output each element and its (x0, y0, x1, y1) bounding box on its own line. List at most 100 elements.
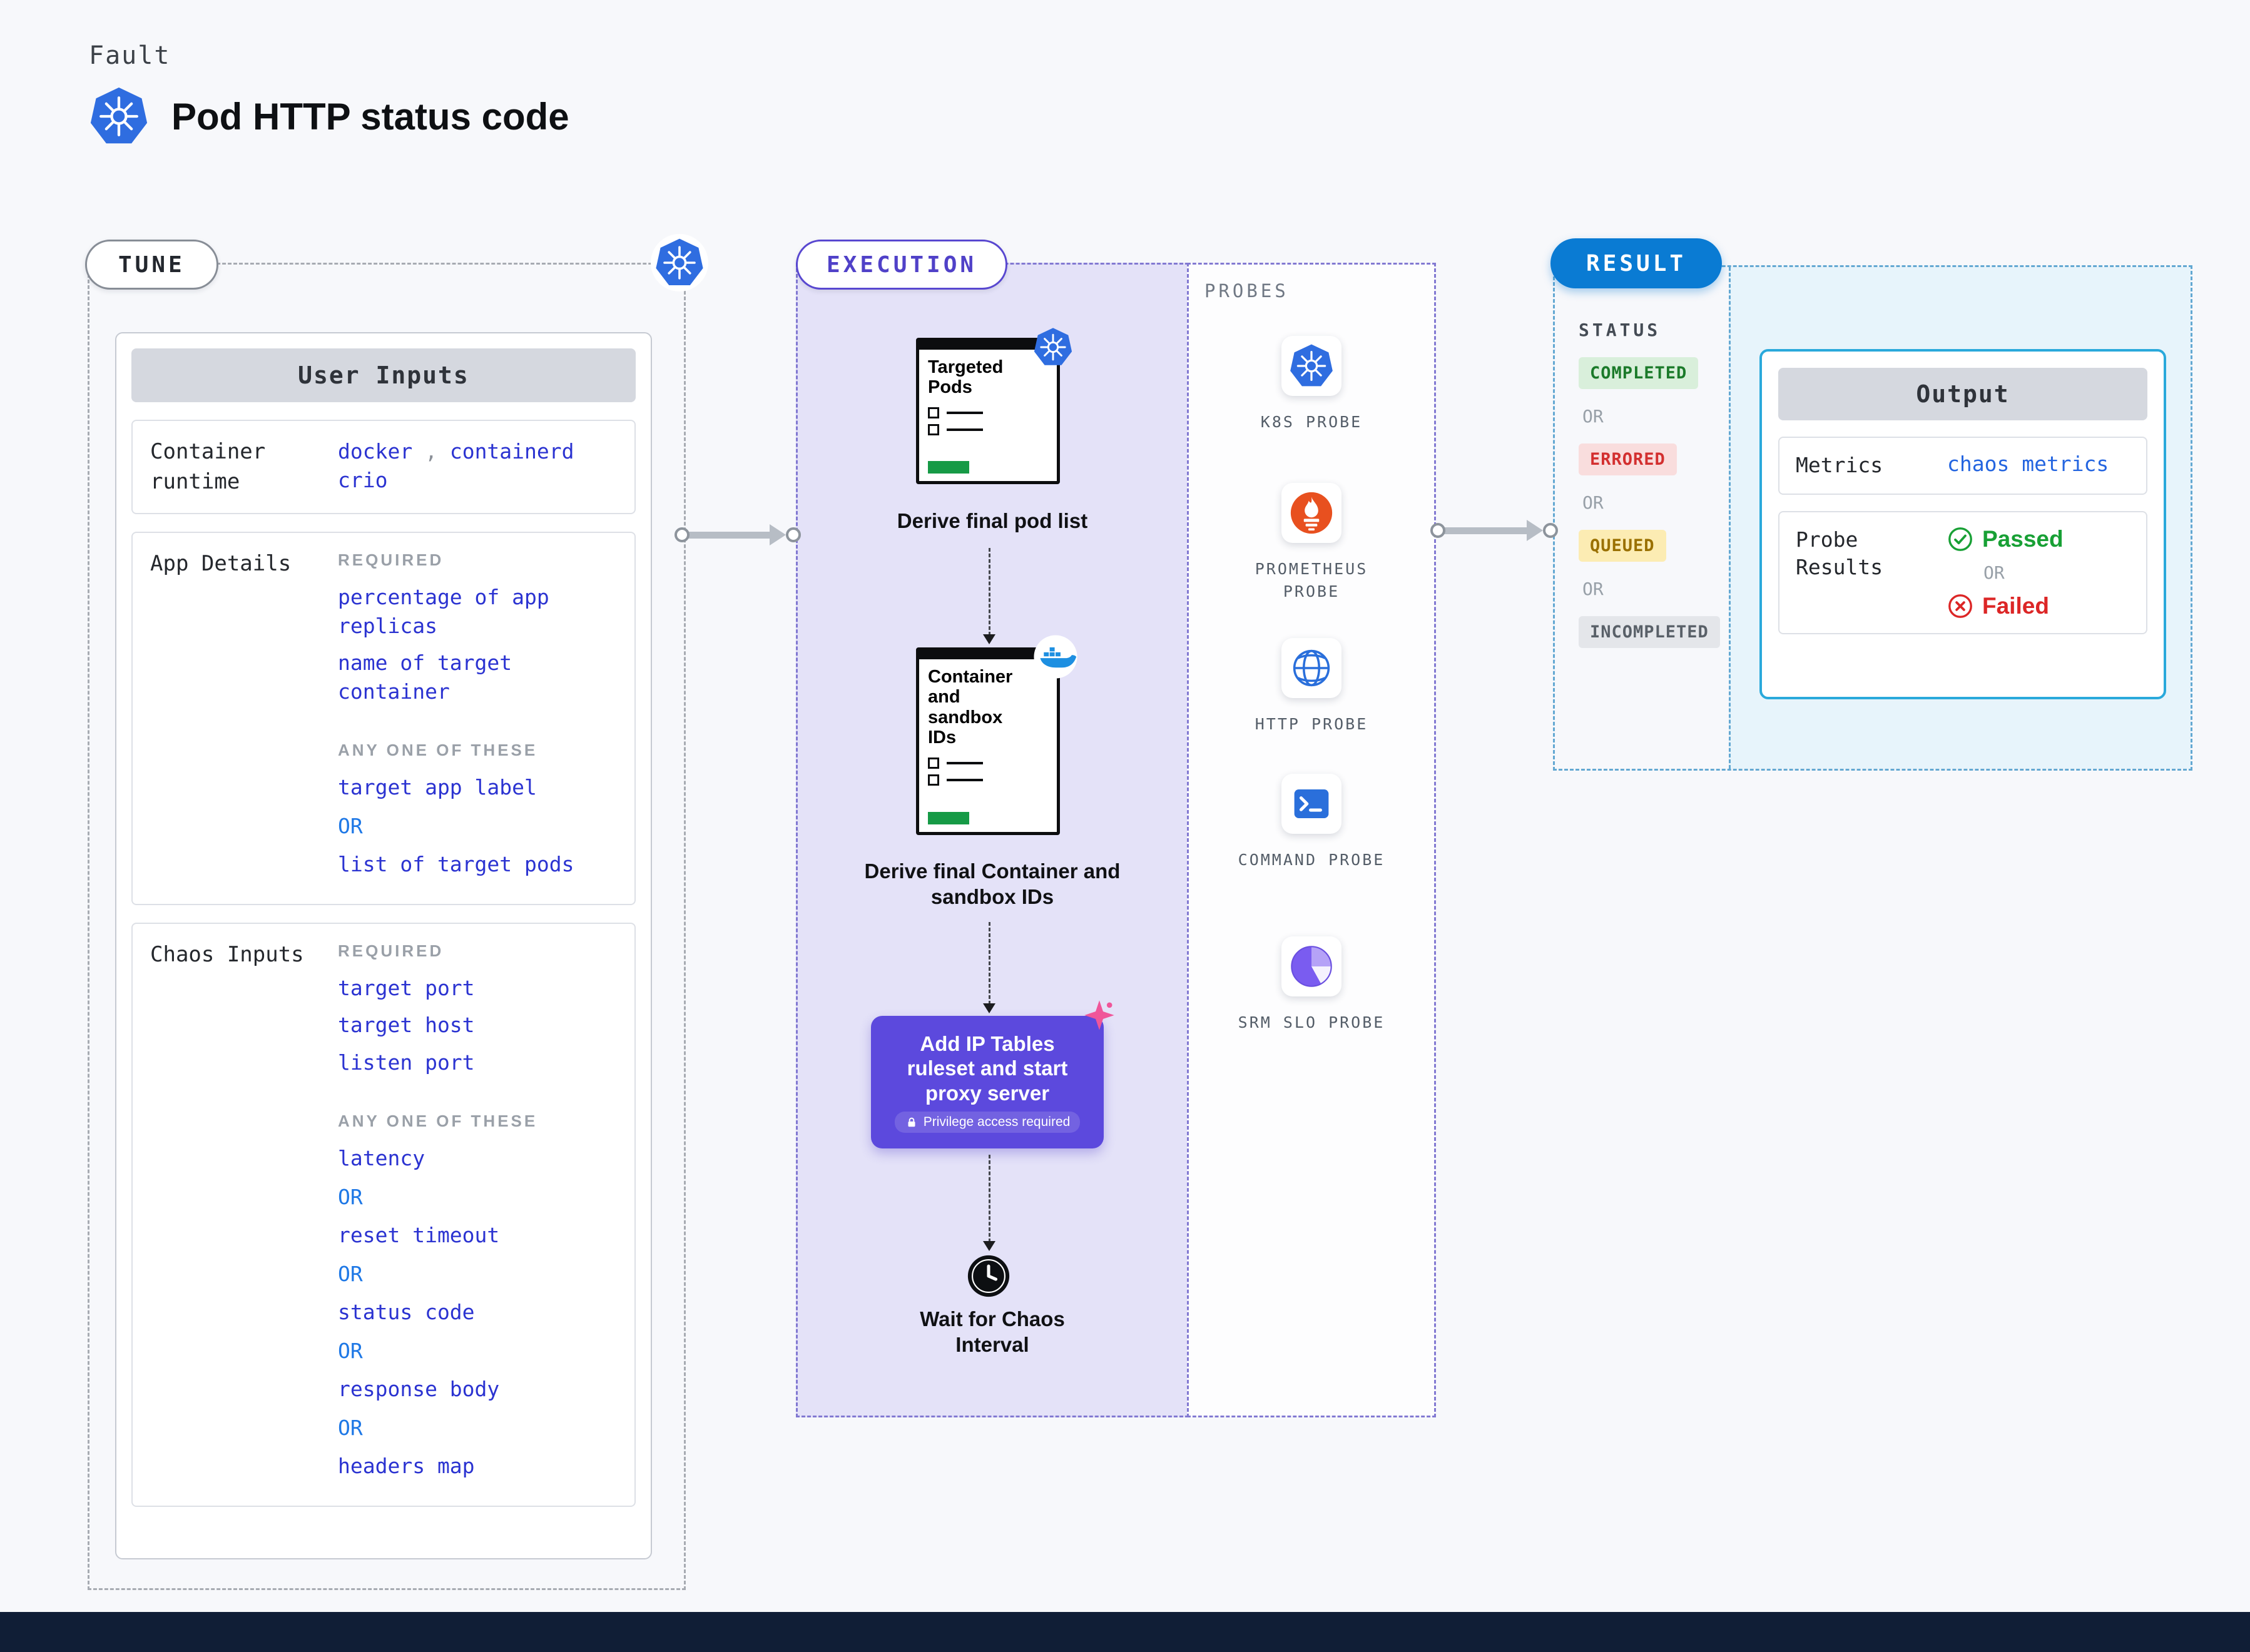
dashed-connector (989, 548, 990, 636)
metrics-value: chaos metrics (1947, 452, 2109, 476)
checkbox-icon (928, 407, 939, 418)
k8s-probe-tile (1281, 336, 1341, 396)
or-label: OR (338, 1261, 363, 1286)
command-probe-tile (1281, 774, 1341, 834)
prometheus-icon (1289, 490, 1334, 535)
chaos-anyone-item: status code (338, 1300, 475, 1325)
metrics-row: Metrics chaos metrics (1778, 437, 2147, 495)
document-title: Targeted Pods (928, 357, 1004, 398)
probe-label: COMMAND PROBE (1238, 851, 1385, 869)
privileged-spark-icon (1082, 998, 1116, 1032)
runtime-values-line1: docker , containerd (338, 437, 617, 466)
status-header: STATUS (1579, 320, 1661, 340)
chaos-required-item: target host (338, 1013, 475, 1038)
arrow-head (1527, 520, 1543, 541)
srm-slo-probe-tile (1281, 936, 1341, 996)
flow-arrow-execution-to-result (1430, 519, 1558, 542)
runtime-value-crio: crio (338, 467, 388, 492)
or-label: OR (338, 813, 363, 838)
document-topbar (919, 341, 1057, 350)
green-bar (928, 812, 969, 824)
document-topbar (919, 651, 1057, 659)
app-anyone-item: target app label (338, 775, 537, 800)
connector-arrowhead (983, 634, 995, 644)
spacer (338, 714, 617, 739)
cross-circle-icon (1947, 593, 1973, 619)
text-line (947, 428, 983, 431)
chaos-inputs-row: Chaos Inputs REQUIRED target port target… (131, 922, 636, 1507)
or-label: OR (338, 1415, 363, 1440)
kubernetes-icon (89, 86, 149, 146)
probe-label: PROMETHEUS PROBE (1255, 560, 1368, 601)
result-pill: RESULT (1550, 238, 1723, 288)
checkbox-icon (928, 757, 939, 769)
user-inputs-header: User Inputs (131, 348, 636, 402)
any-one-label: ANY ONE OF THESE (338, 1112, 538, 1131)
probe-results-values: Passed OR Failed (1947, 525, 2064, 619)
probes-header: PROBES (1204, 280, 1289, 302)
arrow-shaft (1444, 527, 1528, 534)
iptables-action-box: Add IP Tables ruleset and start proxy se… (871, 1016, 1104, 1148)
green-bar (928, 461, 969, 474)
arrow-head (770, 524, 786, 545)
kubernetes-icon (651, 234, 708, 291)
or-label: OR (1582, 492, 1604, 513)
user-inputs-card: User Inputs Container runtime docker , c… (115, 332, 652, 1559)
probes-section (1187, 263, 1436, 1417)
text-line (947, 778, 983, 781)
arrow-end-dot (1543, 523, 1558, 538)
app-details-values: REQUIRED percentage of app replicas name… (338, 549, 617, 887)
http-probe-tile (1281, 638, 1341, 698)
targeted-pods-document: Targeted Pods (916, 338, 1060, 484)
container-runtime-row: Container runtime docker , containerd cr… (131, 420, 636, 515)
text-line (947, 411, 983, 414)
container-runtime-label: Container runtime (150, 439, 266, 494)
container-runtime-values: docker , containerd crio (338, 437, 617, 497)
arrow-start-dot (1430, 523, 1445, 538)
arrow-shaft (688, 531, 771, 539)
probe-results-label: Probe Results (1796, 527, 1883, 580)
bottom-bar (0, 1612, 2250, 1652)
document-title: Container and sandbox IDs (928, 667, 1013, 748)
checkbox-icon (928, 423, 939, 435)
chaos-inputs-label: Chaos Inputs (150, 941, 304, 967)
chaos-anyone-item: reset timeout (338, 1223, 500, 1248)
status-badge-errored: ERRORED (1579, 443, 1677, 475)
kubernetes-icon (654, 238, 705, 288)
check-circle-icon (1947, 526, 1973, 552)
passed-label: Passed (1982, 525, 2064, 552)
tune-pill: TUNE (85, 240, 218, 290)
chaos-required-item: target port (338, 975, 475, 1000)
required-label: REQUIRED (338, 550, 444, 570)
lock-icon (905, 1115, 919, 1129)
runtime-value-containerd: containerd (449, 439, 574, 464)
tune-section (88, 263, 686, 1590)
spacer (338, 1085, 617, 1110)
probe-label: SRM SLO PROBE (1238, 1013, 1385, 1031)
globe-icon (1289, 646, 1334, 691)
passed-line: Passed (1947, 525, 2064, 552)
status-badge-queued: QUEUED (1579, 530, 1666, 562)
app-required-item: percentage of app replicas (338, 585, 549, 638)
page-title-row: Pod HTTP status code (89, 86, 569, 146)
privilege-badge: Privilege access required (894, 1112, 1081, 1133)
or-label: OR (1582, 406, 1604, 427)
step-caption: Derive final pod list (897, 509, 1088, 532)
pie-chart-icon (1289, 944, 1334, 989)
any-one-label: ANY ONE OF THESE (338, 741, 538, 760)
page-title: Pod HTTP status code (171, 95, 569, 138)
privilege-badge-text: Privilege access required (923, 1115, 1071, 1130)
output-header: Output (1778, 368, 2147, 420)
step-caption: Wait for Chaos Interval (920, 1307, 1065, 1357)
chaos-anyone-item: response body (338, 1377, 500, 1402)
kubernetes-icon (1033, 327, 1073, 367)
runtime-value-docker: docker (338, 439, 413, 464)
dashed-connector (989, 1155, 990, 1242)
connector-arrowhead (983, 1003, 995, 1013)
dashed-connector (989, 922, 990, 1005)
status-column: STATUS COMPLETED OR ERRORED OR QUEUED OR… (1579, 320, 1720, 648)
chaos-anyone-item: headers map (338, 1454, 475, 1479)
arrow-end-dot (786, 527, 801, 542)
or-label: OR (1983, 562, 2005, 583)
checkbox-row (928, 774, 1048, 786)
